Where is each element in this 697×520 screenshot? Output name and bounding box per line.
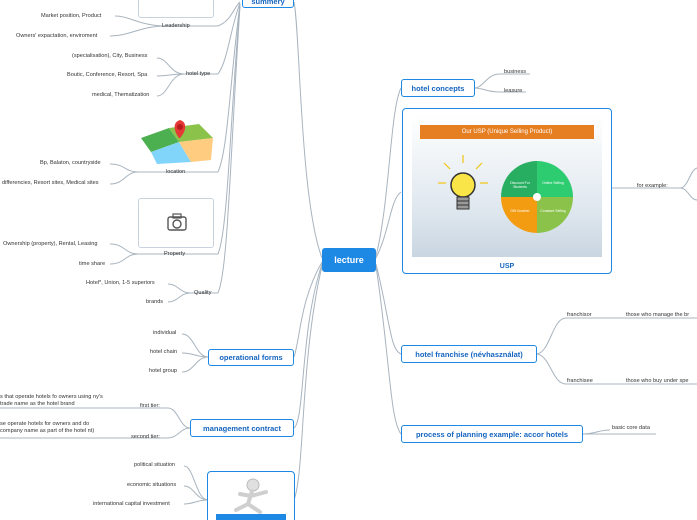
second-tier-text[interactable]: se operate hotels for owners and do comp… <box>0 421 95 434</box>
summery-node[interactable]: summery <box>242 0 294 8</box>
environment-item-3[interactable]: international capital investment <box>93 501 170 507</box>
central-topic[interactable]: lecture <box>322 248 376 272</box>
usp-quadrant-label-2: Online Selling <box>542 181 564 185</box>
usp-quadrant-chart <box>501 161 573 233</box>
property-image <box>138 198 214 248</box>
quality-item-2[interactable]: brands <box>146 299 164 305</box>
planning-node[interactable]: process of planning example: accor hotel… <box>401 425 583 443</box>
hurdle-runner-image <box>216 478 286 520</box>
hotel-type-item-1[interactable]: (specialisation), City, Business <box>72 53 148 59</box>
property-item-2[interactable]: time share <box>79 261 106 267</box>
usp-quadrant-label-3: Gift Voucher <box>510 209 530 213</box>
leadership-item-2[interactable]: Owners' expactation, enviroment <box>16 33 98 39</box>
property-label[interactable]: Property <box>164 251 186 257</box>
operational-item-3[interactable]: hotel group <box>149 368 177 374</box>
franchisee-text[interactable]: those who buy under spe <box>626 378 689 384</box>
hotel-franchise-node[interactable]: hotel franchise (névhasználat) <box>401 345 537 363</box>
usp-quadrant-label-1: Discount For Students <box>510 181 530 189</box>
usp-quadrant-4 <box>537 197 573 233</box>
location-item-2[interactable]: differencies, Resort sites, Medical site… <box>2 180 99 186</box>
second-tier-label[interactable]: second tier: <box>131 434 160 440</box>
lightbulb-icon <box>438 155 488 210</box>
management-contract-node[interactable]: management contract <box>190 419 294 437</box>
franchisee-label[interactable]: franchisee <box>567 378 593 384</box>
operational-item-2[interactable]: hotel chain <box>150 349 178 355</box>
franchisor-text[interactable]: those who manage the br <box>626 312 690 318</box>
hotel-type-label[interactable]: hotel type <box>186 71 211 77</box>
franchisor-label[interactable]: franchisor <box>567 312 592 318</box>
quality-label[interactable]: Quality <box>194 290 212 296</box>
hotel-concepts-item-1[interactable]: business <box>504 69 527 75</box>
usp-slide-image: Our USP (Unique Selling Product) Discoun… <box>412 115 602 257</box>
first-tier-text[interactable]: s that operate hotels fo owners using ny… <box>0 394 103 407</box>
location-label[interactable]: location <box>166 169 186 175</box>
location-item-1[interactable]: Bp, Balaton, countryside <box>40 160 101 166</box>
leadership-item-1[interactable]: Market position, Product <box>41 13 102 19</box>
hotel-type-item-2[interactable]: Boutic, Conference, Resort, Spa <box>67 72 148 78</box>
usp-slide-title: Our USP (Unique Selling Product) <box>420 125 594 139</box>
usp-quadrant-2 <box>537 161 573 197</box>
hotel-type-item-3[interactable]: medical, Thematization <box>92 92 150 98</box>
usp-quadrant-label-4: Constant Selling <box>540 209 566 213</box>
location-map-image <box>139 118 215 166</box>
usp-label: USP <box>499 263 515 270</box>
usp-quadrant-3 <box>501 197 537 233</box>
property-item-1[interactable]: Ownership (property), Rental, Leasing <box>3 241 98 247</box>
usp-for-example[interactable]: for example: <box>637 183 668 189</box>
leadership-label[interactable]: Leadership <box>162 23 190 29</box>
operational-forms-node[interactable]: operational forms <box>208 349 294 366</box>
environment-image-card[interactable] <box>207 471 295 520</box>
quality-item-1[interactable]: Hotel*, Union, 1-5 superiors <box>86 280 155 286</box>
leadership-image <box>138 0 214 18</box>
map-pin-icon <box>141 120 213 164</box>
usp-node[interactable]: Our USP (Unique Selling Product) Discoun… <box>402 108 612 274</box>
planning-item-1[interactable]: basic core data <box>612 425 650 431</box>
hotel-concepts-node[interactable]: hotel concepts <box>401 79 475 97</box>
environment-item-2[interactable]: economic situations <box>127 482 177 488</box>
operational-item-1[interactable]: individual <box>153 330 177 336</box>
environment-item-1[interactable]: political situation <box>134 462 176 468</box>
camera-icon <box>167 213 187 231</box>
first-tier-label[interactable]: first tier: <box>140 403 160 409</box>
hotel-concepts-item-2[interactable]: leasure <box>504 88 523 94</box>
usp-quadrant-1 <box>501 161 537 197</box>
